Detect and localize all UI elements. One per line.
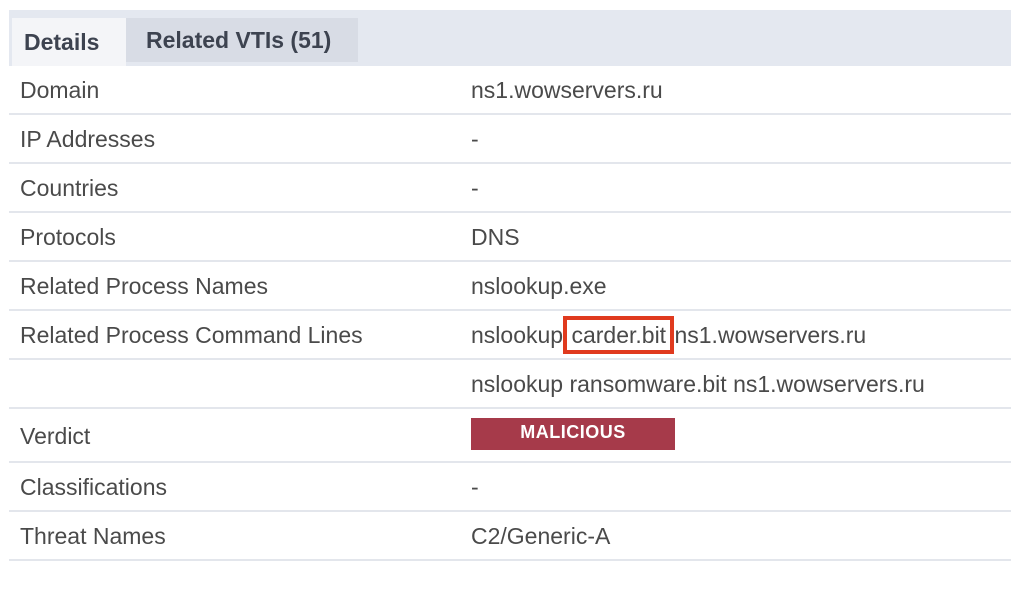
verdict-cell: MALICIOUS	[471, 409, 675, 463]
row-label: Related Process Names	[20, 273, 268, 299]
tab-related-vtis[interactable]: Related VTIs (51)	[126, 18, 358, 62]
row-value: ns1.wowservers.ru	[471, 77, 663, 103]
detail-row-threat-names: Threat Names C2/Generic-A	[9, 512, 1011, 561]
detail-row-protocols: Protocols DNS	[9, 213, 1011, 262]
tab-details[interactable]: Details	[12, 18, 126, 66]
detail-row-command-lines: Related Process Command Lines nslookup c…	[9, 311, 1011, 360]
row-value: -	[471, 126, 479, 152]
detail-row-countries: Countries -	[9, 164, 1011, 213]
highlighted-domain: carder.bit	[563, 316, 675, 354]
row-value: -	[471, 474, 479, 500]
row-label: IP Addresses	[20, 126, 156, 152]
row-label: Countries	[20, 175, 119, 201]
command-part: ns1.wowservers.ru	[674, 322, 867, 348]
detail-row-command-lines-2: nslookup ransomware.bit ns1.wowservers.r…	[9, 360, 1011, 409]
command-line-value: nslookup carder.bit ns1.wowservers.ru	[471, 311, 866, 360]
row-value: -	[471, 175, 479, 201]
detail-row-process-names: Related Process Names nslookup.exe	[9, 262, 1011, 311]
detail-row-ip-addresses: IP Addresses -	[9, 115, 1011, 164]
row-label: Classifications	[20, 474, 167, 500]
tab-bar: Details Related VTIs (51)	[9, 10, 1011, 66]
command-part: nslookup	[471, 322, 564, 348]
row-value: C2/Generic-A	[471, 523, 611, 549]
detail-row-verdict: Verdict MALICIOUS	[9, 409, 1011, 463]
row-label: Threat Names	[20, 523, 166, 549]
detail-row-domain: Domain ns1.wowservers.ru	[9, 66, 1011, 115]
row-label: Domain	[20, 77, 100, 103]
detail-row-classifications: Classifications -	[9, 463, 1011, 512]
row-value: nslookup.exe	[471, 273, 607, 299]
row-value: nslookup ransomware.bit ns1.wowservers.r…	[471, 371, 925, 397]
row-label: Verdict	[20, 423, 91, 449]
vti-details-panel: Details Related VTIs (51) Domain ns1.wow…	[9, 10, 1011, 561]
row-value: DNS	[471, 224, 520, 250]
row-label: Protocols	[20, 224, 116, 250]
verdict-badge: MALICIOUS	[471, 417, 675, 450]
row-label: Related Process Command Lines	[20, 322, 363, 348]
